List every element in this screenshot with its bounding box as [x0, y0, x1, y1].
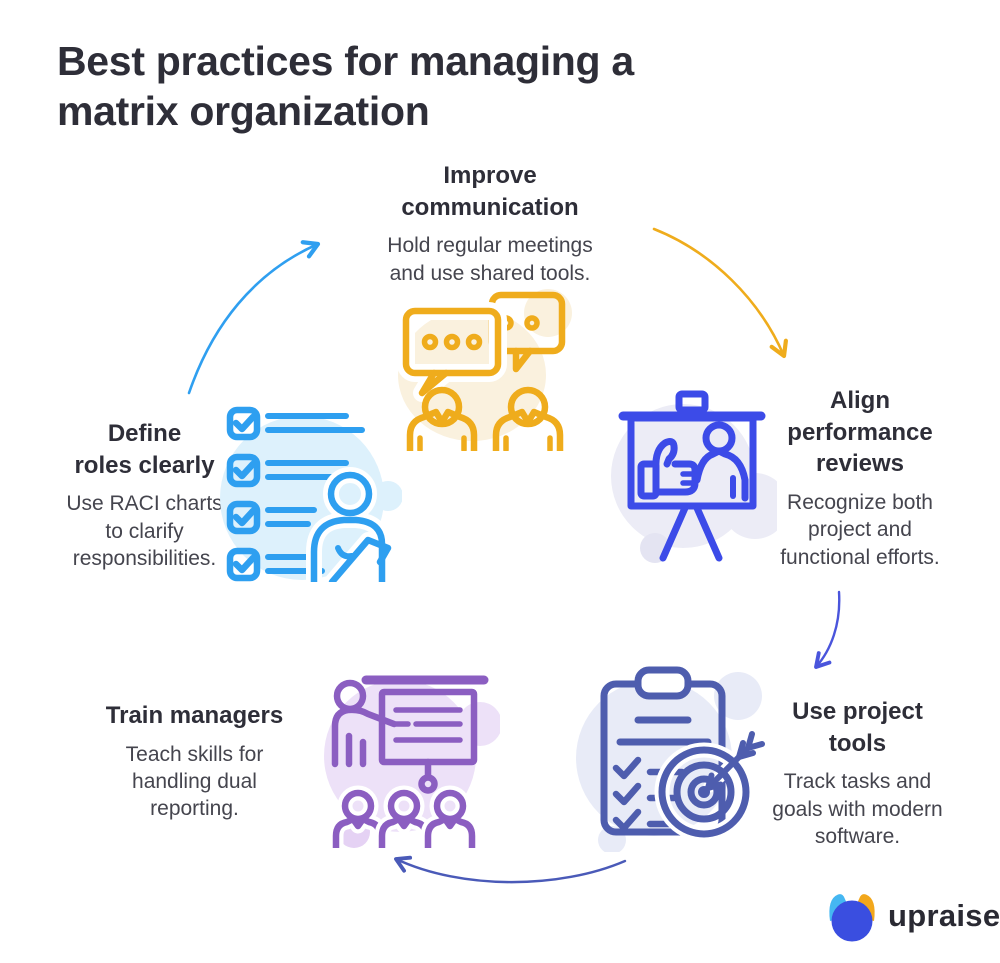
practice-heading-define-roles-clearly: Define roles clearly — [74, 420, 215, 479]
upraise-logo-text: upraise — [888, 898, 1000, 933]
checklist-person-icon — [210, 396, 402, 582]
upraise-logo-mark-icon — [829, 894, 875, 942]
presentation-thumbs-up-icon — [605, 388, 777, 566]
practice-align-performance-reviews: Align performance reviews Recognize both… — [742, 385, 978, 571]
trainer-audience-icon — [308, 666, 500, 848]
practice-use-project-tools: Use project tools Track tasks and goals … — [745, 696, 970, 850]
arrow-align-to-tools — [814, 590, 841, 669]
practice-heading-use-project-tools: Use project tools — [792, 698, 923, 757]
practice-train-managers: Train managers Teach skills for handling… — [72, 700, 317, 823]
practice-body-train-managers: Teach skills for handling dual reporting… — [125, 742, 264, 821]
practice-heading-train-managers: Train managers — [105, 702, 284, 729]
upraise-logo: upraise — [826, 890, 1000, 942]
practice-heading-align-performance-reviews: Align performance reviews — [787, 387, 933, 478]
practice-improve-communication: Improve communication Hold regular meeti… — [320, 160, 660, 287]
practice-body-define-roles-clearly: Use RACI charts to clarify responsibilit… — [66, 492, 223, 570]
practice-body-align-performance-reviews: Recognize both project and functional ef… — [780, 491, 940, 569]
practice-heading-improve-communication: Improve communication — [401, 162, 579, 221]
clipboard-target-icon — [576, 660, 768, 852]
arrow-tools-to-train — [394, 855, 627, 884]
practice-body-use-project-tools: Track tasks and goals with modern softwa… — [772, 770, 943, 848]
practice-body-improve-communication: Hold regular meetings and use shared too… — [387, 234, 593, 285]
chat-people-icon — [390, 283, 575, 451]
practice-define-roles-clearly: Define roles clearly Use RACI charts to … — [42, 418, 247, 572]
arrow-improve-to-align — [652, 227, 788, 359]
arrow-define-to-improve — [187, 240, 321, 395]
page-title: Best practices for managing a matrix org… — [57, 38, 634, 135]
